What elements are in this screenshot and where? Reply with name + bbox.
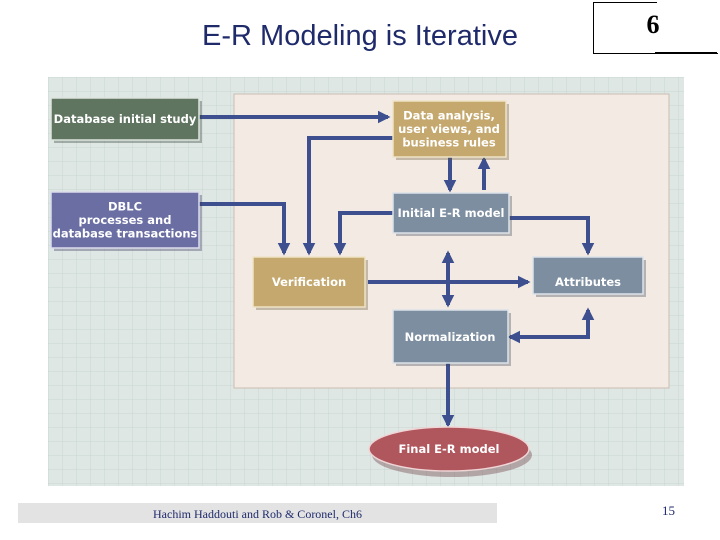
arrow-data-analysis-to-verification	[302, 136, 393, 256]
chapter-rule	[655, 52, 717, 53]
initial-er-label-line: Initial E-R model	[398, 206, 505, 220]
final-er-label-line: Final E-R model	[398, 442, 499, 456]
chapter-box	[593, 2, 718, 54]
arrow-normalization-to-attributes	[507, 307, 595, 344]
chapter-number: 6	[646, 10, 660, 39]
arrow-dblc-to-verification	[199, 202, 291, 256]
dblc-label-line: database transactions	[53, 227, 198, 241]
verification-label-line: Verification	[272, 275, 346, 289]
connector-arrows	[199, 110, 595, 428]
box-verification: Verification	[252, 256, 368, 310]
arrow-initial-er-to-verification	[333, 211, 393, 256]
data-analysis-label-line: Data analysis,	[403, 109, 495, 123]
footer-credit: Hachim Haddouti and Rob & Coronel, Ch6	[153, 507, 362, 521]
data-analysis-label-line: user views, and	[398, 122, 500, 136]
footer-bar	[18, 503, 497, 523]
box-normalization: Normalization	[392, 309, 511, 366]
dblc-label-line: DBLC	[108, 200, 142, 214]
box-final-er-model: Final E-R model	[368, 426, 532, 477]
box-database-initial-study: Database initial study	[50, 97, 202, 143]
arrow-initial-er-to-attributes	[509, 216, 595, 256]
data-analysis-label-line: business rules	[402, 136, 495, 150]
box-initial-er-model: Initial E-R model	[392, 192, 512, 236]
normalization-label-line: Normalization	[405, 330, 496, 344]
box-attributes: Attributes	[532, 256, 646, 297]
initial-study-label-line: Database initial study	[54, 112, 197, 126]
dblc-label-line: processes and	[79, 213, 172, 227]
page-number: 15	[662, 503, 675, 518]
slide-title: E-R Modeling is Iterative	[202, 20, 518, 52]
attributes-label-line: Attributes	[555, 275, 621, 289]
